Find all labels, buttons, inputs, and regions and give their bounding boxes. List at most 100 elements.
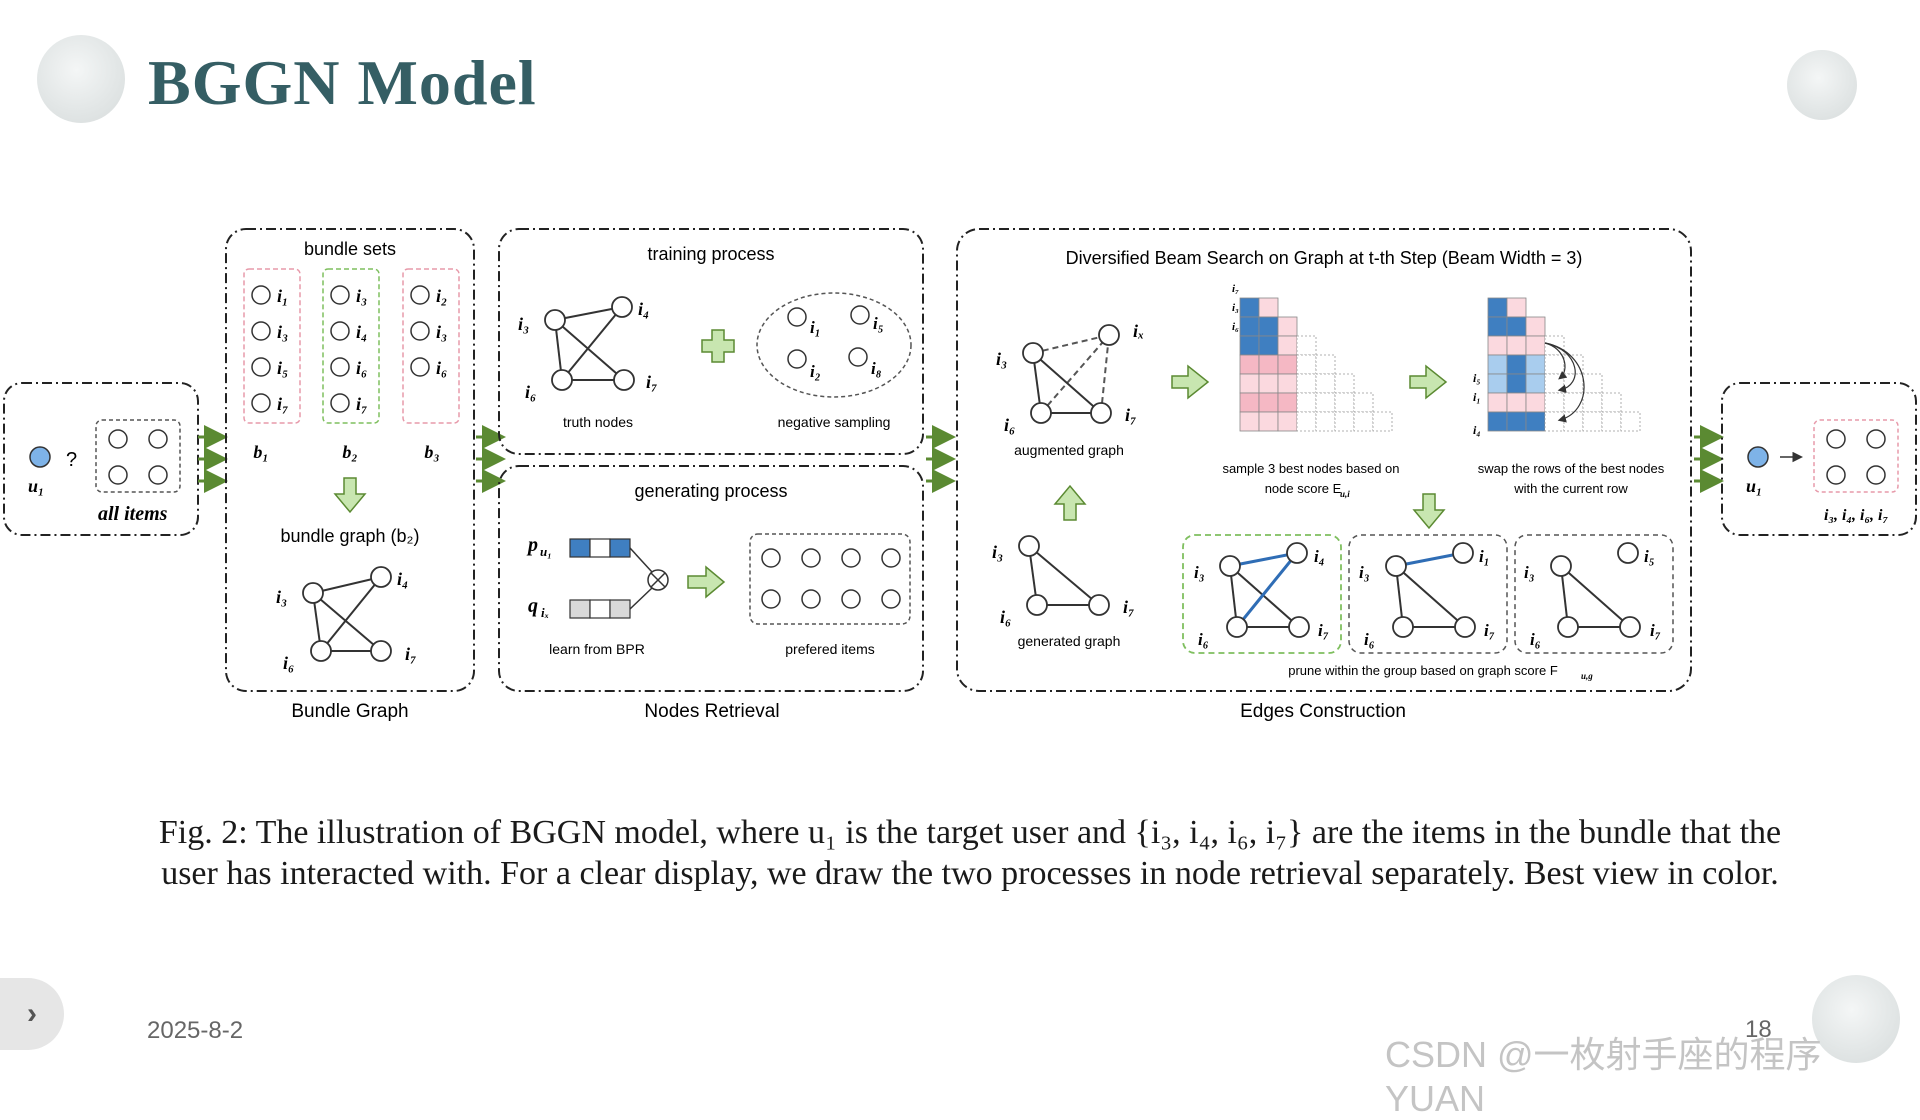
matrix-cell — [1258, 316, 1279, 337]
svg-text:i₇: i₇ — [1125, 405, 1136, 425]
figure-caption: Fig. 2: The illustration of BGGN model, … — [60, 812, 1880, 894]
matrix-cell — [1277, 411, 1298, 432]
svg-text:i₁: i₁ — [1473, 390, 1481, 404]
edges-construction-panel: Diversified Beam Search on Graph at t-th… — [956, 228, 1692, 692]
prune-caption: prune within the group based on graph sc… — [1288, 663, 1558, 678]
down-arrow-icon — [1412, 493, 1446, 530]
page-number: 18 — [1745, 1016, 1772, 1043]
svg-text:i₅: i₅ — [873, 314, 884, 333]
up-arrow-icon — [1053, 484, 1087, 521]
matrix-cell — [1334, 373, 1355, 394]
matrix-cell — [1277, 392, 1298, 413]
svg-text:i₆: i₆ — [1000, 607, 1011, 627]
matrix-cell — [1277, 335, 1298, 356]
matrix-cell — [1487, 373, 1508, 394]
training-process-panel: training process i₃ i₄ i₆ i₇ truth nodes… — [498, 228, 924, 455]
p-label: p — [526, 534, 538, 556]
svg-text:i₇: i₇ — [356, 394, 367, 414]
matrix-cell — [1372, 411, 1393, 432]
decor-circle-top-right — [1787, 50, 1857, 120]
down-arrow-icon — [333, 477, 367, 514]
svg-text:i₄: i₄ — [356, 322, 367, 342]
generating-title: generating process — [634, 481, 787, 501]
matrix-cell — [1563, 411, 1584, 432]
generated-graph: i₃ i₆ i₇ generated graph — [992, 535, 1134, 649]
svg-text:i₄: i₄ — [397, 569, 408, 589]
slide-date: 2025-8-2 — [147, 1017, 244, 1044]
svg-text:i₁: i₁ — [810, 318, 821, 337]
matrix-cell — [1277, 316, 1298, 337]
matrix-cell — [1277, 354, 1298, 375]
caption-line-2: user has interacted with. For a clear di… — [161, 855, 1779, 892]
preferred-items-label: prefered items — [785, 641, 874, 657]
matrix-cell — [1487, 392, 1508, 413]
svg-text:iₓ: iₓ — [541, 605, 549, 620]
svg-text:i₃: i₃ — [996, 349, 1007, 369]
bpr-label: learn from BPR — [549, 641, 645, 657]
arrows-to-bundle — [198, 425, 228, 493]
svg-text:u₁: u₁ — [540, 544, 552, 559]
matrix1-caption-line2: node score E — [1265, 481, 1342, 496]
right-arrow-icon — [1409, 364, 1448, 400]
matrix2-caption-line1: swap the rows of the best nodes — [1478, 461, 1665, 476]
decor-circle-bottom-right — [1812, 975, 1900, 1063]
augmented-graph: i₃ iₓ i₆ i₇ augmented graph — [996, 321, 1144, 458]
svg-text:i₃: i₃ — [1524, 563, 1535, 582]
matrix-cell — [1353, 411, 1374, 432]
matrix-cell — [1315, 373, 1336, 394]
matrix-cell — [1487, 297, 1508, 318]
matrix-cell — [1582, 411, 1603, 432]
edges-construction-label: Edges Construction — [1240, 701, 1406, 722]
arrows-to-edges — [926, 425, 956, 493]
matrix-cell — [1296, 392, 1317, 413]
matrix-cell — [1506, 411, 1527, 432]
output-result-label: i₃, i₄, i₆, i₇ — [1824, 507, 1889, 524]
user-input-panel: u₁ ? all items — [3, 382, 199, 536]
matrix-cell — [1296, 411, 1317, 432]
decor-circle-top-left — [37, 35, 125, 123]
matrix-cell — [1582, 373, 1603, 394]
output-panel: u₁ i₃, i₄, i₆, i₇ — [1721, 382, 1917, 536]
matrix-cell — [1544, 354, 1565, 375]
output-user-label: u₁ — [1746, 476, 1762, 496]
chevron-right-icon: › — [27, 997, 37, 1030]
matrix-cell — [1315, 411, 1336, 432]
svg-text:i₆: i₆ — [1364, 630, 1375, 649]
candidate-graph-1: i₃ i₄ i₆ i₇ — [1182, 534, 1342, 654]
matrix-cell — [1506, 392, 1527, 413]
matrix-cell — [1544, 411, 1565, 432]
training-title: training process — [647, 244, 774, 264]
svg-text:i₂: i₂ — [810, 362, 821, 381]
matrix-cell — [1620, 411, 1641, 432]
matrix-cell — [1258, 411, 1279, 432]
svg-text:i₆: i₆ — [283, 653, 294, 673]
matrix-cell — [1239, 392, 1260, 413]
matrix-cell — [1525, 392, 1546, 413]
svg-text:i₃: i₃ — [1359, 563, 1370, 582]
svg-text:i₈: i₈ — [871, 359, 882, 378]
svg-text:i₁: i₁ — [277, 286, 288, 306]
matrix-cell — [1506, 297, 1527, 318]
next-slide-button[interactable]: › — [0, 978, 64, 1050]
user-label: u₁ — [28, 476, 44, 496]
matrix-cell — [1487, 316, 1508, 337]
bggn-figure: u₁ ? all items bundle sets i₁ i₃ i₅ i₇ b… — [3, 228, 1917, 722]
matrix-cell — [1525, 373, 1546, 394]
matrix-cell — [1239, 411, 1260, 432]
svg-text:i₄: i₄ — [1314, 547, 1325, 566]
svg-text:i₆: i₆ — [1232, 321, 1239, 333]
nodes-retrieval-label: Nodes Retrieval — [644, 701, 779, 722]
matrix-cell — [1487, 335, 1508, 356]
svg-text:i₇: i₇ — [405, 644, 416, 664]
svg-text:i₆: i₆ — [1004, 415, 1015, 435]
svg-text:i₄: i₄ — [1473, 423, 1481, 437]
matrix-cell — [1525, 354, 1546, 375]
watermark: CSDN @一枚射手座的程序YUAN — [1385, 1034, 1822, 1119]
svg-text:i₃: i₃ — [277, 322, 288, 342]
svg-text:i₅: i₅ — [277, 358, 288, 378]
matrix-cell — [1544, 392, 1565, 413]
matrix-cell — [1315, 354, 1336, 375]
svg-text:i₇: i₇ — [1484, 621, 1495, 640]
svg-text:i₃: i₃ — [1194, 563, 1205, 582]
svg-text:i₇: i₇ — [1318, 621, 1329, 640]
